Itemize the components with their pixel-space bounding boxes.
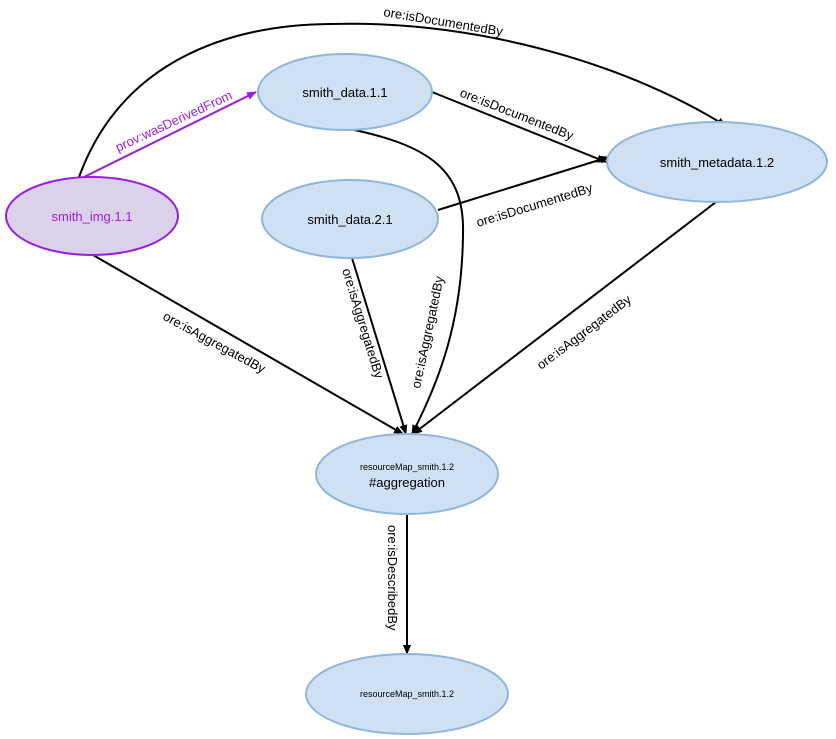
node-label: smith_img.1.1	[52, 209, 133, 224]
edge-metadata-aggregated	[412, 201, 717, 435]
edge-label-data11-aggregated: ore:isAggregatedBy	[408, 274, 447, 389]
edge-img-documented-metadata	[77, 22, 727, 181]
node-label: smith_data.2.1	[307, 212, 392, 227]
node-shape	[606, 121, 828, 203]
node-smith-data-2-1[interactable]: smith_data.2.1	[261, 179, 439, 259]
edge-data11-aggregated	[344, 127, 465, 435]
node-label: smith_data.1.1	[302, 85, 387, 100]
node-smith-img[interactable]: smith_img.1.1	[5, 176, 179, 256]
node-shape	[5, 176, 179, 256]
node-sublabel: resourceMap_smith.1.2	[360, 462, 454, 472]
node-smith-metadata[interactable]: smith_metadata.1.2	[606, 121, 828, 203]
edge-label-data21-documented-metadata: ore:isDocumentedBy	[474, 180, 594, 230]
node-label: #aggregation	[369, 475, 445, 490]
node-shape	[257, 53, 433, 131]
edge-label-img-derived-data11: prov:wasDerivedFrom	[113, 87, 235, 154]
edge-img-derived-data11	[77, 91, 257, 181]
node-shape	[315, 433, 499, 515]
node-label: smith_metadata.1.2	[660, 155, 774, 170]
edge-label-img-documented-metadata: ore:isDocumentedBy	[383, 4, 505, 39]
nodes: smith_img.1.1 smith_data.1.1 smith_data.…	[5, 53, 828, 735]
edge-label-aggregation-described: ore:isDescribedBy	[385, 525, 400, 631]
edge-data11-documented-metadata	[431, 91, 607, 163]
edge-label-img-aggregated: ore:isAggregatedBy	[161, 308, 269, 376]
edge-data21-aggregated	[351, 257, 408, 435]
edge-label-data11-documented-metadata: ore:isDocumentedBy	[458, 85, 576, 143]
node-shape	[305, 653, 509, 735]
edge-data21-documented-metadata	[437, 155, 610, 211]
node-sublabel: resourceMap_smith.1.2	[360, 689, 454, 699]
edge-label-data21-aggregated: ore:isAggregatedBy	[339, 266, 387, 380]
node-resource-map[interactable]: resourceMap_smith.1.2	[305, 653, 509, 735]
edge-img-aggregated	[92, 254, 404, 435]
node-aggregation[interactable]: resourceMap_smith.1.2 #aggregation	[315, 433, 499, 515]
node-shape	[261, 179, 439, 259]
node-smith-data-1-1[interactable]: smith_data.1.1	[257, 53, 433, 131]
